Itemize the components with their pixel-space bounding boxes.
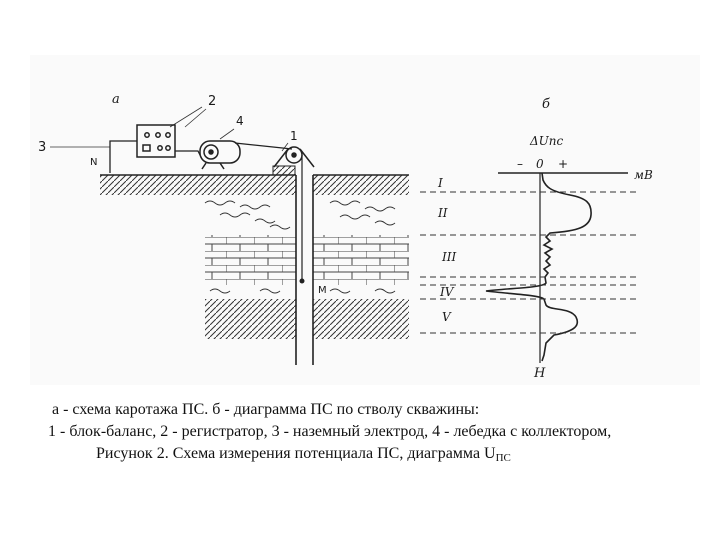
callout-4: 4	[236, 114, 244, 128]
layer-label-2: II	[437, 206, 448, 220]
block-balance-pulley	[273, 146, 315, 168]
axis-minus: –	[517, 157, 523, 171]
wellhead	[272, 165, 296, 176]
ground-electrode-label: N	[90, 157, 97, 168]
caption-line-3: Рисунок 2. Схема измерения потенциала ПС…	[96, 445, 511, 464]
caption-line-3-subscript: ПС	[495, 452, 511, 464]
axis-end: Н	[533, 366, 546, 381]
panel-a-label: а	[112, 92, 120, 107]
layer-boundaries	[420, 191, 640, 334]
leader-lines	[50, 106, 289, 152]
layer-label-5: V	[442, 310, 452, 324]
axis-label: ΔUпс	[529, 134, 564, 148]
layer-label-1: I	[437, 176, 443, 190]
callout-1: 1	[290, 129, 298, 143]
layer-sand	[204, 200, 396, 230]
layer-clay-right	[313, 299, 409, 339]
registrator-box	[136, 124, 176, 158]
layer-thin-sand	[209, 288, 396, 294]
axis-zero: 0	[536, 157, 544, 171]
caption-line-2: 1 - блок-баланс, 2 - регистратор, 3 - на…	[48, 423, 612, 440]
downhole-electrode-label: М	[318, 285, 327, 296]
axis-plus: +	[558, 157, 568, 171]
layer-label-4: IV	[439, 285, 455, 299]
layer-limestone-right	[313, 235, 409, 285]
winch	[199, 140, 241, 170]
layer-label-3: III	[441, 250, 456, 264]
caption-line-1: а - схема каротажа ПС. б - диаграмма ПС …	[52, 401, 480, 418]
caption-line-3-text: Рисунок 2. Схема измерения потенциала ПС…	[96, 445, 496, 462]
borehole	[295, 175, 314, 365]
sp-curve	[485, 172, 592, 362]
axis-unit: мВ	[634, 168, 653, 182]
sp-logging-diagram: а 2 3 4 1 N	[30, 55, 700, 385]
callout-2: 2	[208, 94, 216, 109]
callout-3: 3	[38, 140, 46, 155]
layer-clay-left	[205, 299, 296, 339]
surface-cable	[234, 142, 293, 150]
layer-limestone-left	[205, 235, 296, 285]
ground-surface	[100, 174, 409, 195]
electrode-m	[299, 278, 305, 284]
panel-b-label: б	[542, 97, 550, 112]
